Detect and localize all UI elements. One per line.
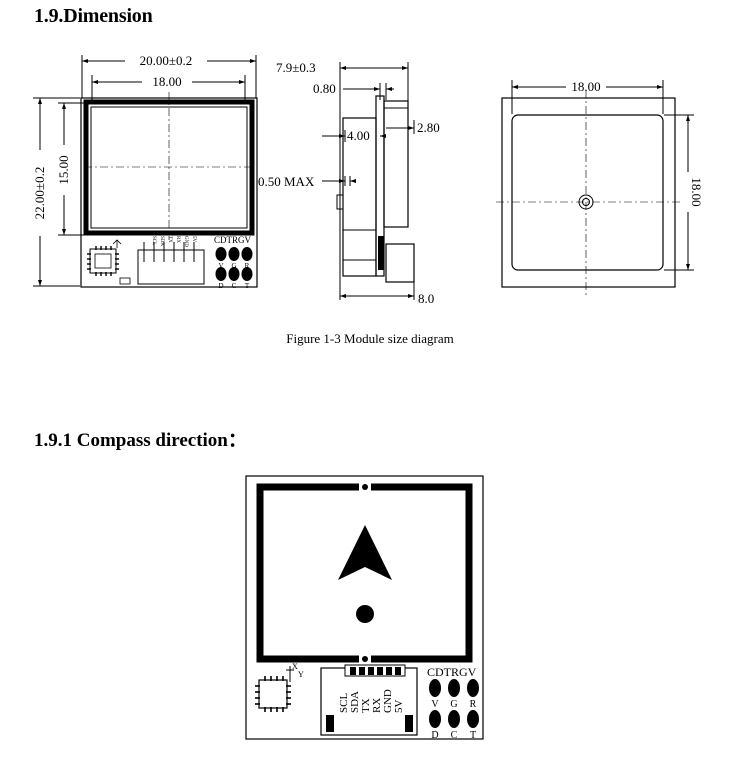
svg-text:D: D xyxy=(431,730,438,741)
front-view-diagram: 20.00±0.2 18.00 22.00±0.2 15.00 SCL SDA … xyxy=(32,53,704,306)
svg-text:0.50 MAX: 0.50 MAX xyxy=(258,174,315,189)
north-arrow-icon xyxy=(338,525,392,580)
svg-text:R: R xyxy=(470,699,477,710)
front-chip xyxy=(87,239,131,285)
front-width-outer: 20.00±0.2 xyxy=(140,53,193,68)
front-width-inner: 18.00 xyxy=(152,74,181,89)
svg-text:TX: TX xyxy=(360,698,372,713)
figure-caption: Figure 1-3 Module size diagram xyxy=(286,331,454,346)
svg-text:X: X xyxy=(292,662,298,671)
front-height-inner: 15.00 xyxy=(56,155,71,184)
svg-text:Y: Y xyxy=(298,670,304,679)
svg-text:T: T xyxy=(245,282,250,290)
compass-led-labels: CDTRGV xyxy=(427,665,477,679)
svg-text:V: V xyxy=(431,699,439,710)
svg-text:SDA: SDA xyxy=(349,691,361,713)
svg-text:C: C xyxy=(232,282,237,290)
svg-text:RX: RX xyxy=(371,698,383,713)
front-height-outer: 22.00±0.2 xyxy=(32,167,47,220)
front-connector xyxy=(137,242,205,285)
svg-text:G: G xyxy=(231,262,236,270)
compass-diagram: X Y SCL SDA TX RX GND 5V CDTRGV V G R D … xyxy=(245,475,484,741)
svg-text:SCL: SCL xyxy=(338,693,350,713)
svg-text:C: C xyxy=(451,730,458,741)
svg-text:T: T xyxy=(470,730,476,741)
svg-text:G: G xyxy=(450,699,457,710)
compass-connector xyxy=(320,664,418,736)
svg-text:8.0: 8.0 xyxy=(418,291,434,306)
svg-text:R: R xyxy=(245,262,250,270)
compass-led-pads xyxy=(429,679,479,728)
svg-text:TX: TX xyxy=(167,236,172,243)
svg-text:0.80: 0.80 xyxy=(313,81,336,96)
svg-text:5V: 5V xyxy=(191,236,196,243)
svg-text:18.00: 18.00 xyxy=(571,79,600,94)
side-view-diagram: 7.9±0.3 0.80 4.00 2.80 0.50 MAX 8.0 xyxy=(258,60,440,306)
front-pin-labels: SCL SDA TX RX GND 5V xyxy=(151,236,196,247)
svg-text:4.00: 4.00 xyxy=(347,128,370,143)
front-led-pads xyxy=(215,247,253,281)
section-title: 1.9.Dimension xyxy=(34,5,153,27)
compass-chip: X Y xyxy=(255,662,304,712)
svg-text:7.9±0.3: 7.9±0.3 xyxy=(276,60,316,75)
svg-text:SCL: SCL xyxy=(151,236,156,245)
front-led-labels: CDTRGV xyxy=(214,235,252,245)
svg-text:D: D xyxy=(218,282,223,290)
svg-text:RX: RX xyxy=(175,236,180,243)
svg-text:V: V xyxy=(218,262,223,270)
back-view-diagram: 18.00 18.00 xyxy=(496,79,704,296)
svg-text:GND: GND xyxy=(382,689,394,713)
svg-text:SDA: SDA xyxy=(159,236,164,246)
center-dot-icon xyxy=(356,605,374,623)
compass-pin-labels: SCL SDA TX RX GND 5V xyxy=(338,689,405,713)
svg-text:GND: GND xyxy=(183,236,188,247)
subsection-title: 1.9.1 Compass direction： xyxy=(34,430,247,451)
svg-text:18.00: 18.00 xyxy=(689,177,704,206)
compass-antenna-frame xyxy=(256,483,473,663)
svg-text:5V: 5V xyxy=(393,700,405,714)
svg-text:2.80: 2.80 xyxy=(417,120,440,135)
